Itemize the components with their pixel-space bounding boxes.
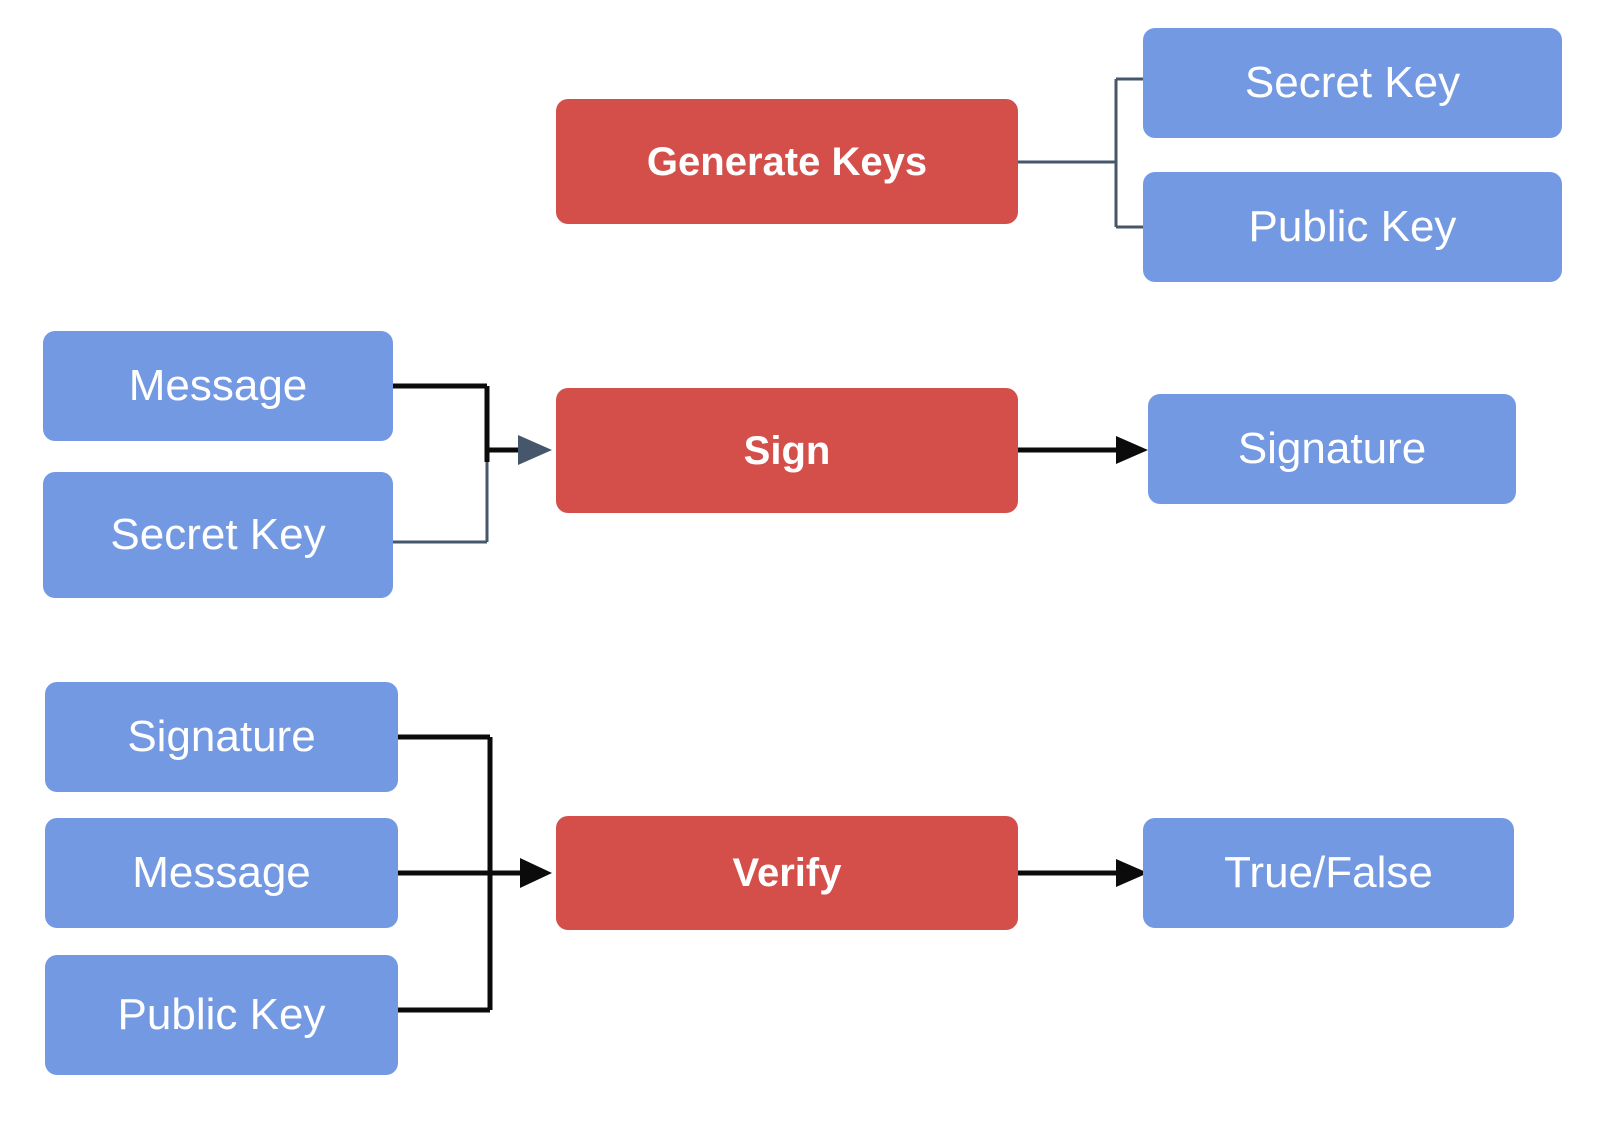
data-signature-output-sign[interactable]: Signature: [1148, 394, 1516, 504]
edge-signinputs-to-sign: [393, 383, 552, 544]
data-message-input-verify[interactable]: Message: [45, 818, 398, 928]
edge-sign-to-signature: [1018, 436, 1148, 464]
edge-verifyinputs-to-verify: [398, 734, 552, 1013]
data-public-key-input-verify[interactable]: Public Key: [45, 955, 398, 1075]
arrowhead-icon: [520, 858, 552, 888]
data-signature-input-verify[interactable]: Signature: [45, 682, 398, 792]
edge-verify-to-truefalse: [1018, 859, 1148, 887]
arrowhead-icon: [1116, 436, 1148, 464]
process-sign[interactable]: Sign: [556, 388, 1018, 513]
data-secret-key-input-sign[interactable]: Secret Key: [43, 472, 393, 598]
data-true-false-output[interactable]: True/False: [1143, 818, 1514, 928]
data-message-input-sign[interactable]: Message: [43, 331, 393, 441]
data-public-key-output[interactable]: Public Key: [1143, 172, 1562, 282]
process-generate-keys[interactable]: Generate Keys: [556, 99, 1018, 224]
process-verify[interactable]: Verify: [556, 816, 1018, 930]
arrowhead-icon: [518, 435, 552, 465]
data-secret-key-output[interactable]: Secret Key: [1143, 28, 1562, 138]
